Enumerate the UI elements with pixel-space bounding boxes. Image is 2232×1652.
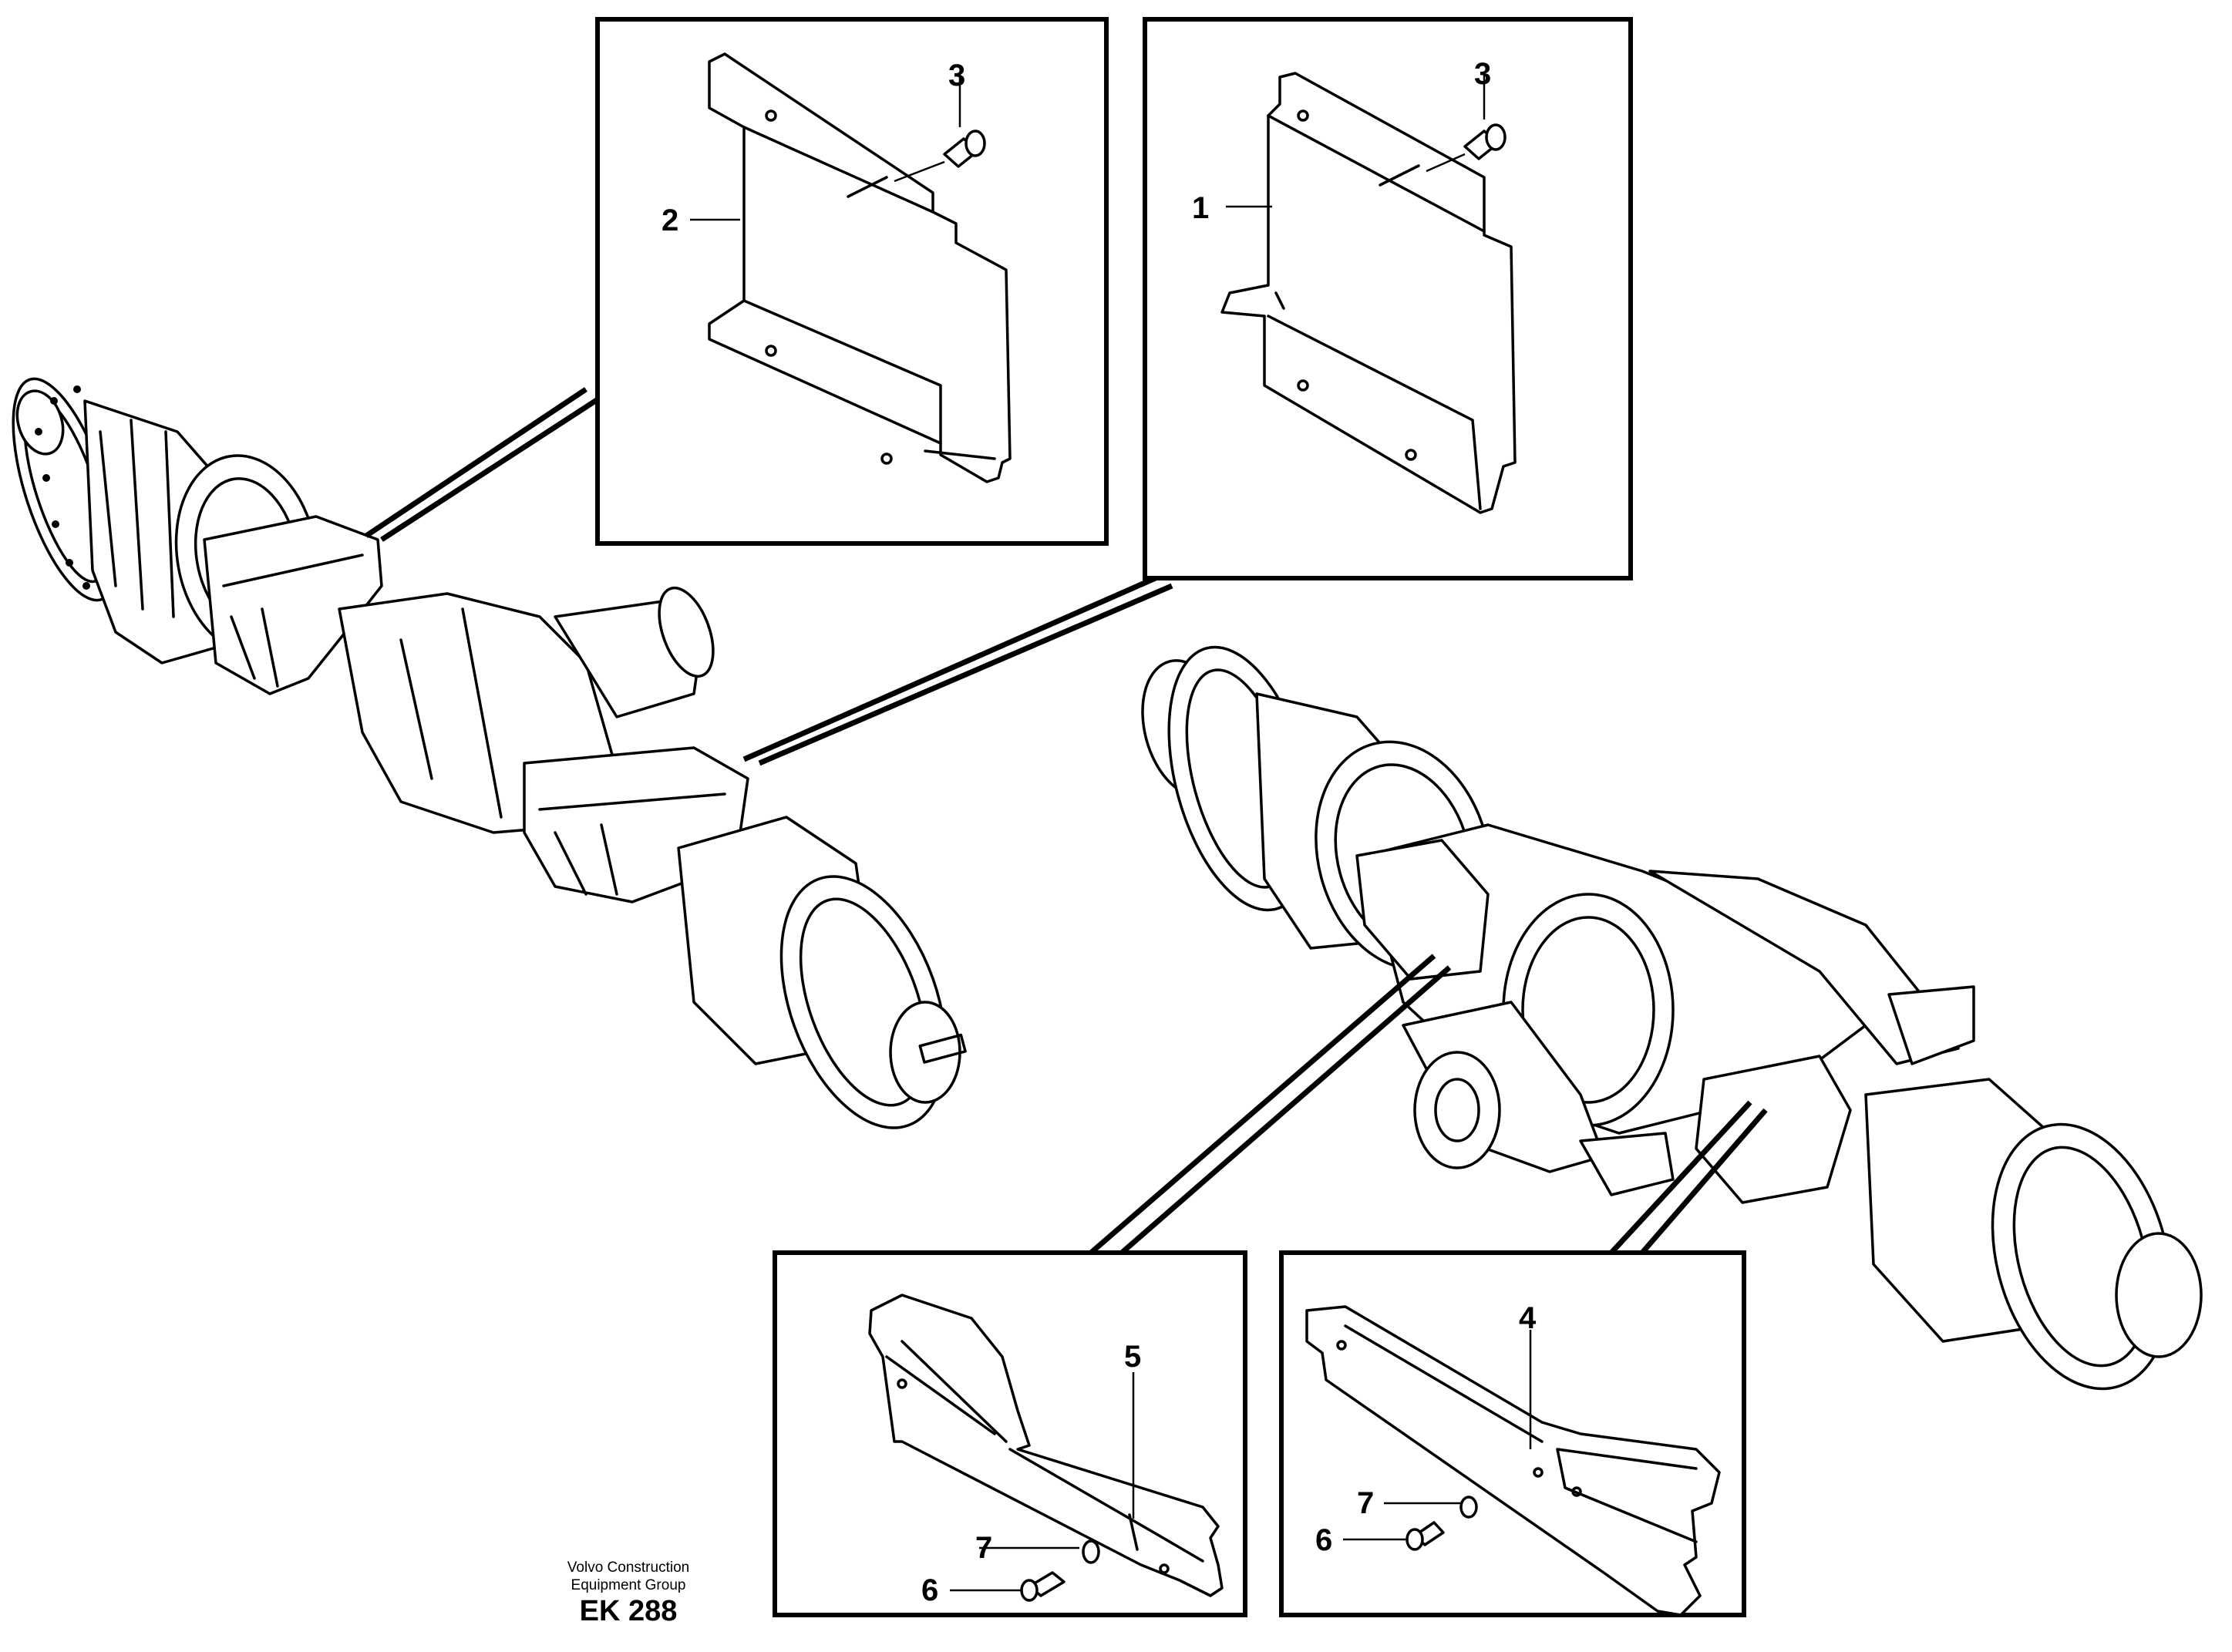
rear-axle-drawing: [1089, 645, 2203, 1391]
part-4-bracket: [1305, 1305, 1721, 1617]
callout-part-4: 4: [1519, 1301, 1537, 1335]
callout-part-7-right: 7: [1357, 1486, 1375, 1520]
callout-part-2: 2: [662, 204, 679, 237]
part-2-mudguard-bracket: [708, 52, 1012, 483]
callout-part-3-right: 3: [1474, 57, 1492, 91]
callout-part-6-right: 6: [1315, 1523, 1333, 1557]
front-axle-drawing: [12, 377, 1173, 1129]
callout-part-6-left: 6: [921, 1573, 939, 1607]
part-5-bracket: [868, 1294, 1224, 1597]
part-3-bolt-left: [894, 73, 986, 183]
callout-part-3-left: 3: [948, 59, 966, 93]
credit-line-1: Volvo Construction: [567, 1559, 690, 1576]
part-7-washer-left: [1082, 1539, 1100, 1564]
callout-part-5: 5: [1124, 1340, 1142, 1374]
publisher-credit: Volvo Construction Equipment Group EK 28…: [540, 1559, 717, 1628]
part-1-mudguard-bracket: [1220, 72, 1517, 514]
credit-line-2: Equipment Group: [571, 1577, 686, 1593]
callout-part-7-left: 7: [975, 1531, 993, 1565]
part-6-bolt-right: [1406, 1521, 1445, 1551]
part-7-washer-right: [1459, 1496, 1478, 1519]
callout-part-1: 1: [1192, 191, 1210, 225]
figure-code: EK 288: [579, 1595, 678, 1627]
part-3-bolt-right: [1426, 73, 1507, 173]
